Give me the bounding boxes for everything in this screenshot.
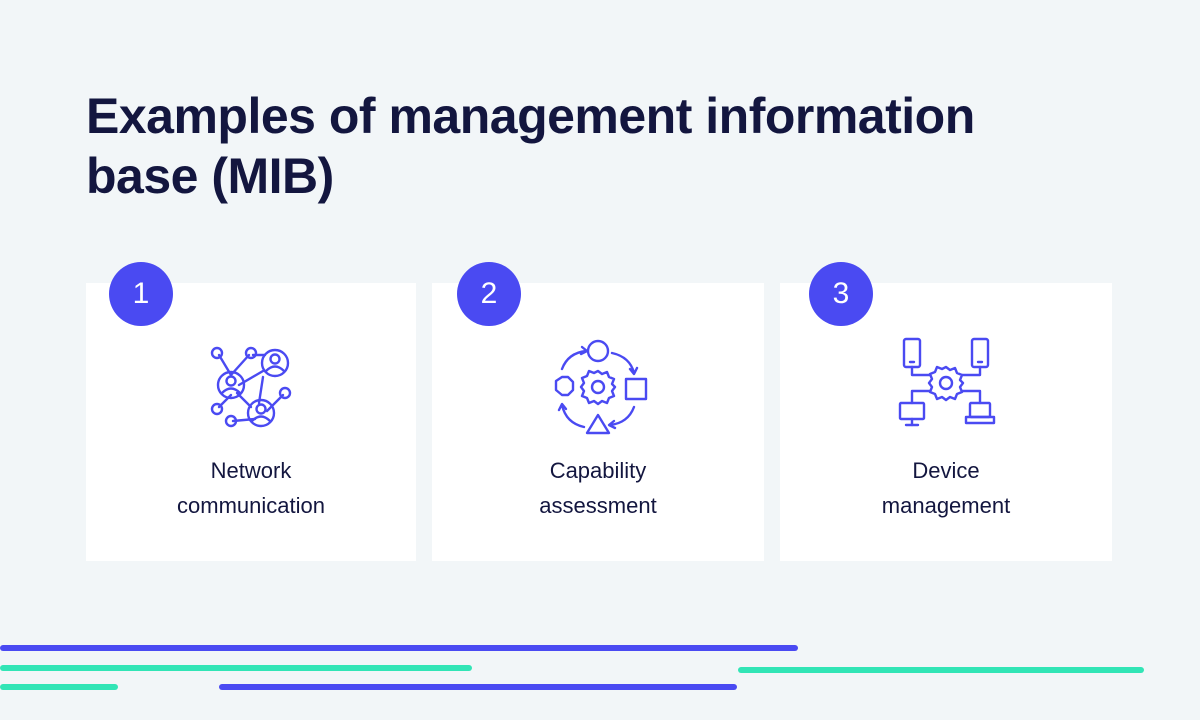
page-title: Examples of management information base … bbox=[86, 86, 1086, 206]
card-label-line-1: Device bbox=[912, 458, 980, 483]
devices-gear-icon bbox=[894, 335, 998, 439]
card-label: Capability assessment bbox=[432, 453, 764, 523]
page-title-line-1: Examples of management information bbox=[86, 88, 975, 144]
decorative-stripe bbox=[0, 645, 798, 651]
card-label: Network communication bbox=[86, 453, 416, 523]
card-label-line-1: Network bbox=[210, 458, 292, 483]
cycle-gear-shapes-icon bbox=[546, 335, 650, 439]
page-title-line-2: base (MIB) bbox=[86, 148, 334, 204]
decorative-stripe bbox=[219, 684, 737, 690]
card-label-line-2: communication bbox=[177, 493, 325, 518]
step-number-badge: 1 bbox=[109, 262, 173, 326]
step-number-badge: 3 bbox=[809, 262, 873, 326]
card-capability-assessment: Capability assessment bbox=[432, 283, 764, 561]
decorative-stripe bbox=[0, 684, 118, 690]
card-label: Device management bbox=[780, 453, 1112, 523]
card-network-communication: Network communication bbox=[86, 283, 416, 561]
step-number-badge: 2 bbox=[457, 262, 521, 326]
card-device-management: Device management bbox=[780, 283, 1112, 561]
card-label-line-2: assessment bbox=[539, 493, 657, 518]
card-label-line-1: Capability bbox=[549, 458, 647, 483]
network-people-icon bbox=[199, 335, 303, 439]
decorative-stripe bbox=[0, 665, 472, 671]
decorative-stripe bbox=[738, 667, 1144, 673]
card-label-line-2: management bbox=[881, 493, 1011, 518]
